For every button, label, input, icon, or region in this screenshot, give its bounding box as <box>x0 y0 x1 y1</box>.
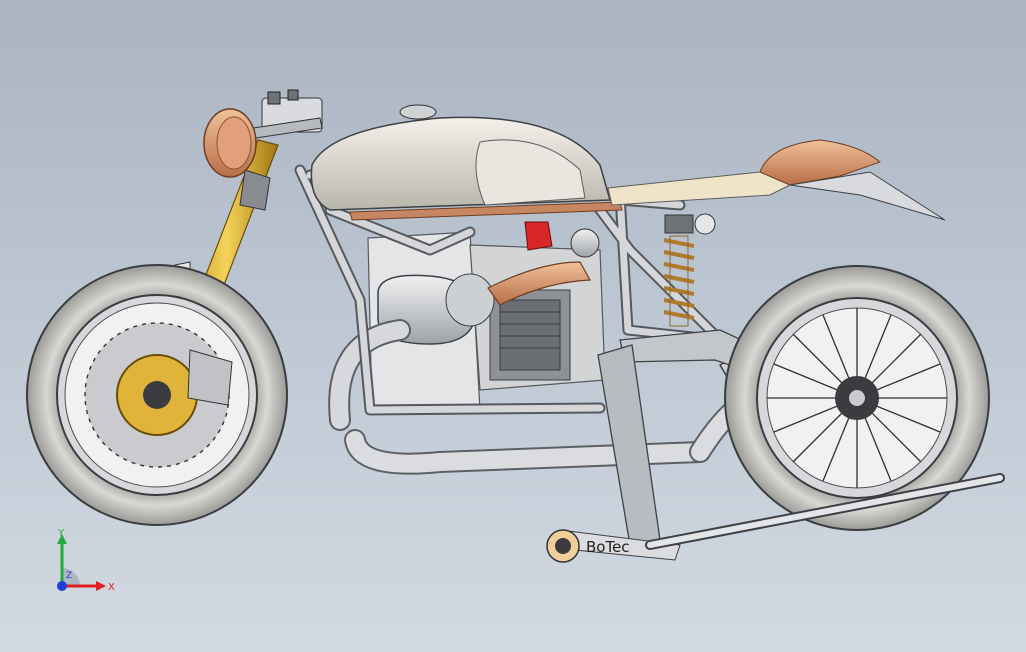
handlebar-assembly[interactable] <box>239 89 323 141</box>
triad-y-label: Y <box>57 528 65 539</box>
intake-tube[interactable] <box>487 261 591 306</box>
fuel-tank[interactable] <box>310 104 623 221</box>
triad-z-label: Z <box>66 571 72 581</box>
front-brake-caliper <box>187 349 233 406</box>
rear-shock[interactable] <box>663 213 716 327</box>
rear-wheel[interactable] <box>724 265 990 531</box>
headlight[interactable] <box>203 108 257 178</box>
paddock-stand[interactable]: BoTec <box>546 344 1005 563</box>
z-axis-dot <box>57 581 67 591</box>
seat-tail[interactable] <box>607 139 946 221</box>
coordinate-triad: Y X Z <box>57 528 115 593</box>
front-wheel[interactable] <box>26 264 288 526</box>
stand-brand-label: BoTec <box>586 538 630 556</box>
triad-x-label: X <box>108 582 115 593</box>
